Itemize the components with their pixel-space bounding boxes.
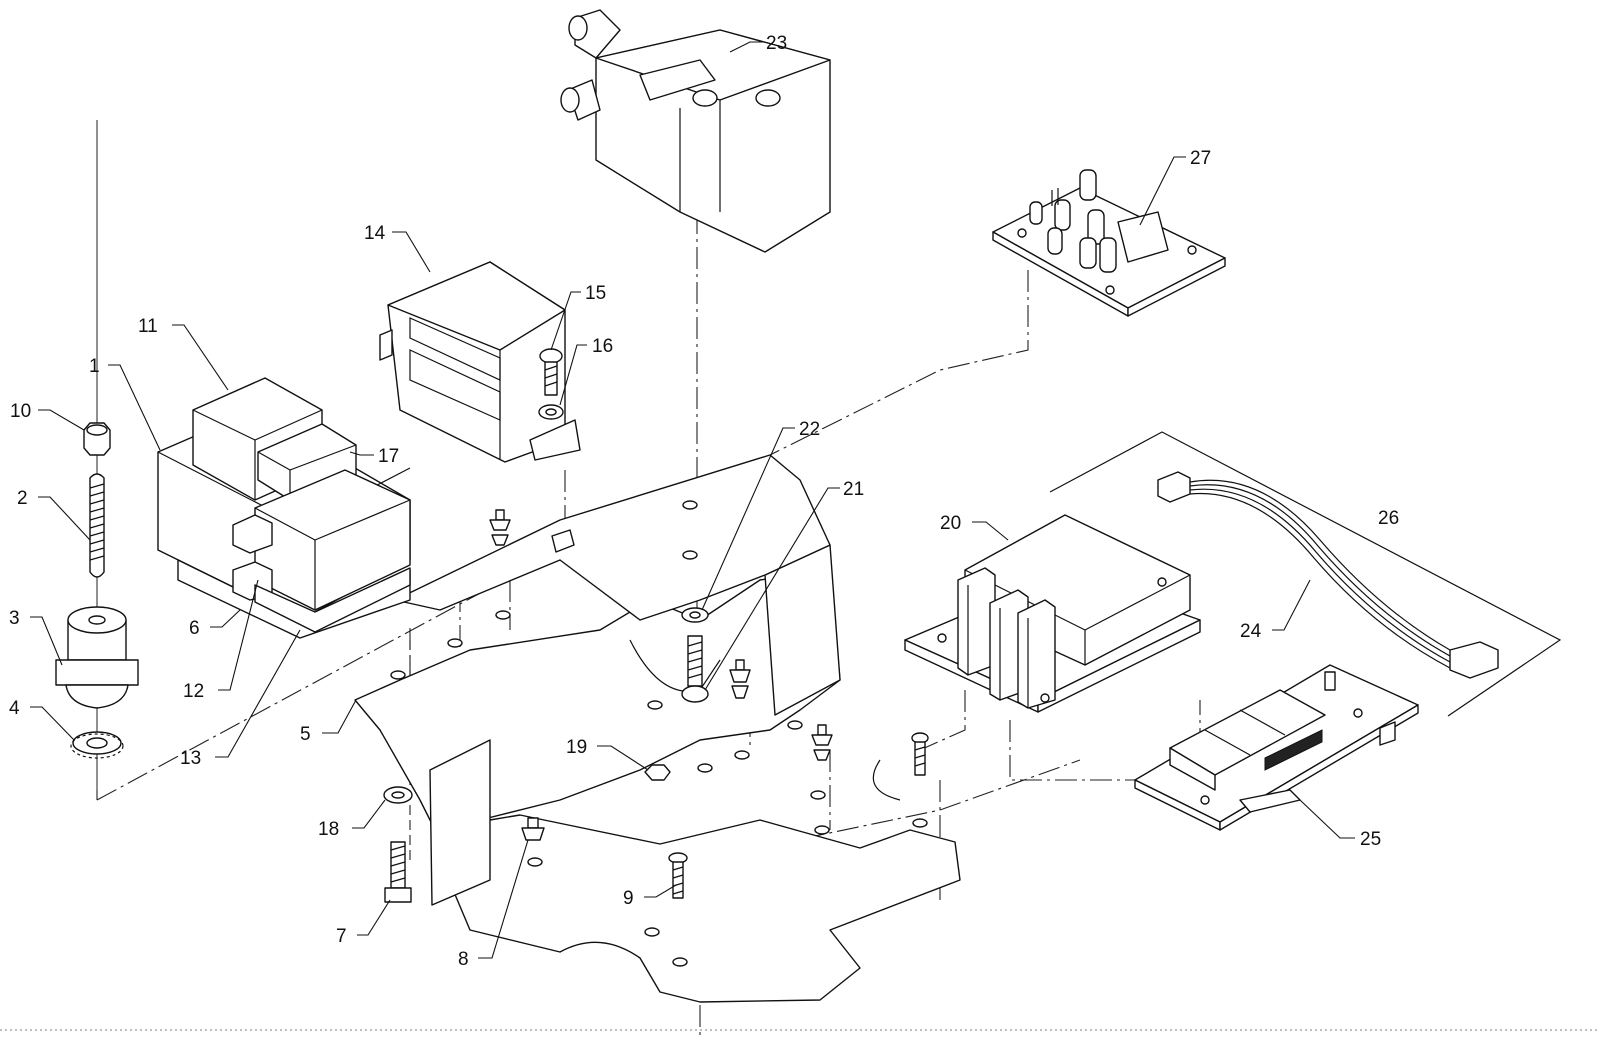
callout-17: 17 bbox=[378, 446, 399, 467]
part-24-ribbon-cable bbox=[1157, 471, 1499, 679]
part-27-pcb-board bbox=[992, 169, 1226, 317]
callout-9: 9 bbox=[623, 888, 634, 909]
callout-22: 22 bbox=[799, 419, 820, 440]
part-3-insulator bbox=[55, 606, 139, 709]
part-10-nut bbox=[83, 422, 111, 456]
part-25-display-board bbox=[1134, 664, 1419, 831]
callout-12: 12 bbox=[183, 681, 204, 702]
extra-screw bbox=[911, 732, 929, 776]
callout-8: 8 bbox=[458, 949, 469, 970]
callout-1: 1 bbox=[89, 356, 100, 377]
chassis-holes bbox=[390, 500, 928, 967]
part-4-lock-washer bbox=[70, 731, 124, 759]
part-23-relay-block bbox=[560, 9, 831, 253]
callout-7: 7 bbox=[336, 926, 347, 947]
part-13-lamination bbox=[254, 567, 411, 633]
part-14-transformer-case bbox=[379, 261, 581, 463]
part-22-washer bbox=[681, 607, 709, 623]
part-19-nut bbox=[644, 764, 671, 781]
callout-25: 25 bbox=[1360, 829, 1381, 850]
callout-11: 11 bbox=[138, 316, 158, 337]
callout-10: 10 bbox=[10, 401, 31, 422]
callout-27: 27 bbox=[1190, 148, 1211, 169]
callout-labels: 1 2 3 4 5 6 7 8 9 10 11 12 13 14 15 16 1… bbox=[9, 33, 1399, 970]
part-26-kit-outline bbox=[1049, 431, 1562, 717]
callout-24: 24 bbox=[1240, 621, 1262, 642]
part-16-washer bbox=[538, 404, 564, 420]
chassis-base-plate bbox=[354, 454, 961, 1003]
callout-3: 3 bbox=[9, 608, 20, 629]
part-20-circuit-board bbox=[904, 514, 1201, 713]
part-8-standoffs bbox=[489, 509, 833, 841]
callout-15: 15 bbox=[585, 283, 606, 304]
callout-5: 5 bbox=[300, 724, 311, 745]
callout-18: 18 bbox=[318, 819, 339, 840]
callout-13: 13 bbox=[180, 748, 201, 769]
part-9-screw bbox=[668, 852, 688, 899]
callout-4: 4 bbox=[9, 698, 20, 719]
callout-2: 2 bbox=[17, 488, 28, 509]
callout-26: 26 bbox=[1378, 508, 1399, 529]
callout-21: 21 bbox=[843, 479, 864, 500]
callout-23: 23 bbox=[766, 33, 787, 54]
callout-20: 20 bbox=[940, 513, 961, 534]
leader-lines bbox=[30, 41, 1355, 959]
part-7-bolt bbox=[384, 841, 412, 903]
callout-6: 6 bbox=[189, 618, 200, 639]
callout-19: 19 bbox=[566, 737, 587, 758]
callout-16: 16 bbox=[592, 336, 613, 357]
part-21-spacer-bolt bbox=[681, 635, 709, 703]
part-2-threaded-stud bbox=[89, 473, 105, 578]
callout-14: 14 bbox=[364, 223, 386, 244]
part-18-washer bbox=[383, 786, 413, 804]
